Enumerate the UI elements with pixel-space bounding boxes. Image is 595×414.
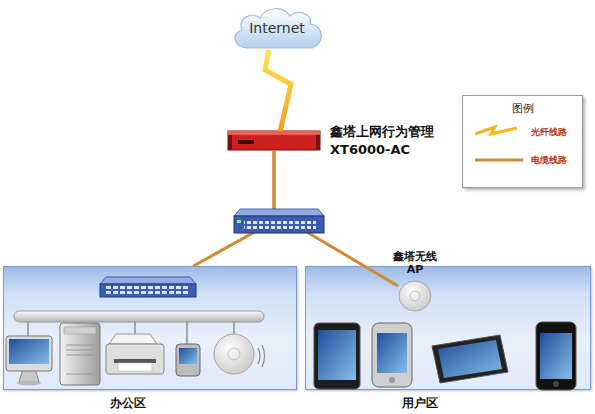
node-label: 用户区: [278, 395, 562, 412]
fiber-link: [265, 50, 291, 131]
ap-dome: [399, 281, 431, 311]
legend-entry: 光纤线路: [463, 124, 582, 140]
legend-text: 电缆线路: [531, 154, 567, 167]
access-point: 鑫塔无线 AP: [398, 280, 432, 312]
network-switch: [234, 216, 324, 233]
legend-sample: [473, 124, 521, 140]
ap-shape: [398, 280, 432, 312]
device-ear: [228, 135, 232, 150]
device-panel: [238, 140, 254, 144]
zone-band: 用户区鑫塔无线 AP: [305, 266, 591, 390]
device-top: [228, 131, 320, 135]
device-body: [228, 131, 320, 150]
legend-sample: [473, 152, 521, 168]
device-ear: [316, 135, 320, 150]
legend-title: 图例: [463, 101, 582, 116]
network-switch: [237, 220, 241, 223]
cloud-node: Internet: [228, 4, 326, 50]
network-switch: [244, 219, 316, 230]
node-label: 鑫塔上网行为管理 XT6000-AC: [330, 123, 434, 159]
node-label: Internet: [228, 20, 326, 36]
node-label: 鑫塔无线 AP: [388, 250, 442, 276]
legend-text: 光纤线路: [531, 126, 567, 139]
gateway-device: 鑫塔上网行为管理 XT6000-AC: [228, 131, 320, 150]
cable-link: [193, 150, 274, 266]
ap-center: [410, 291, 420, 301]
cable-sample: [475, 159, 523, 162]
device-shape: [228, 131, 320, 150]
network-switch: [234, 209, 324, 216]
network-switch: [234, 209, 324, 233]
node-label: 办公区: [0, 395, 274, 412]
legend-entry: 电缆线路: [463, 152, 582, 168]
zone-band: 办公区: [3, 266, 297, 390]
fiber-sample: [475, 127, 517, 134]
legend-box: 图例光纤线路电缆线路: [462, 95, 583, 188]
